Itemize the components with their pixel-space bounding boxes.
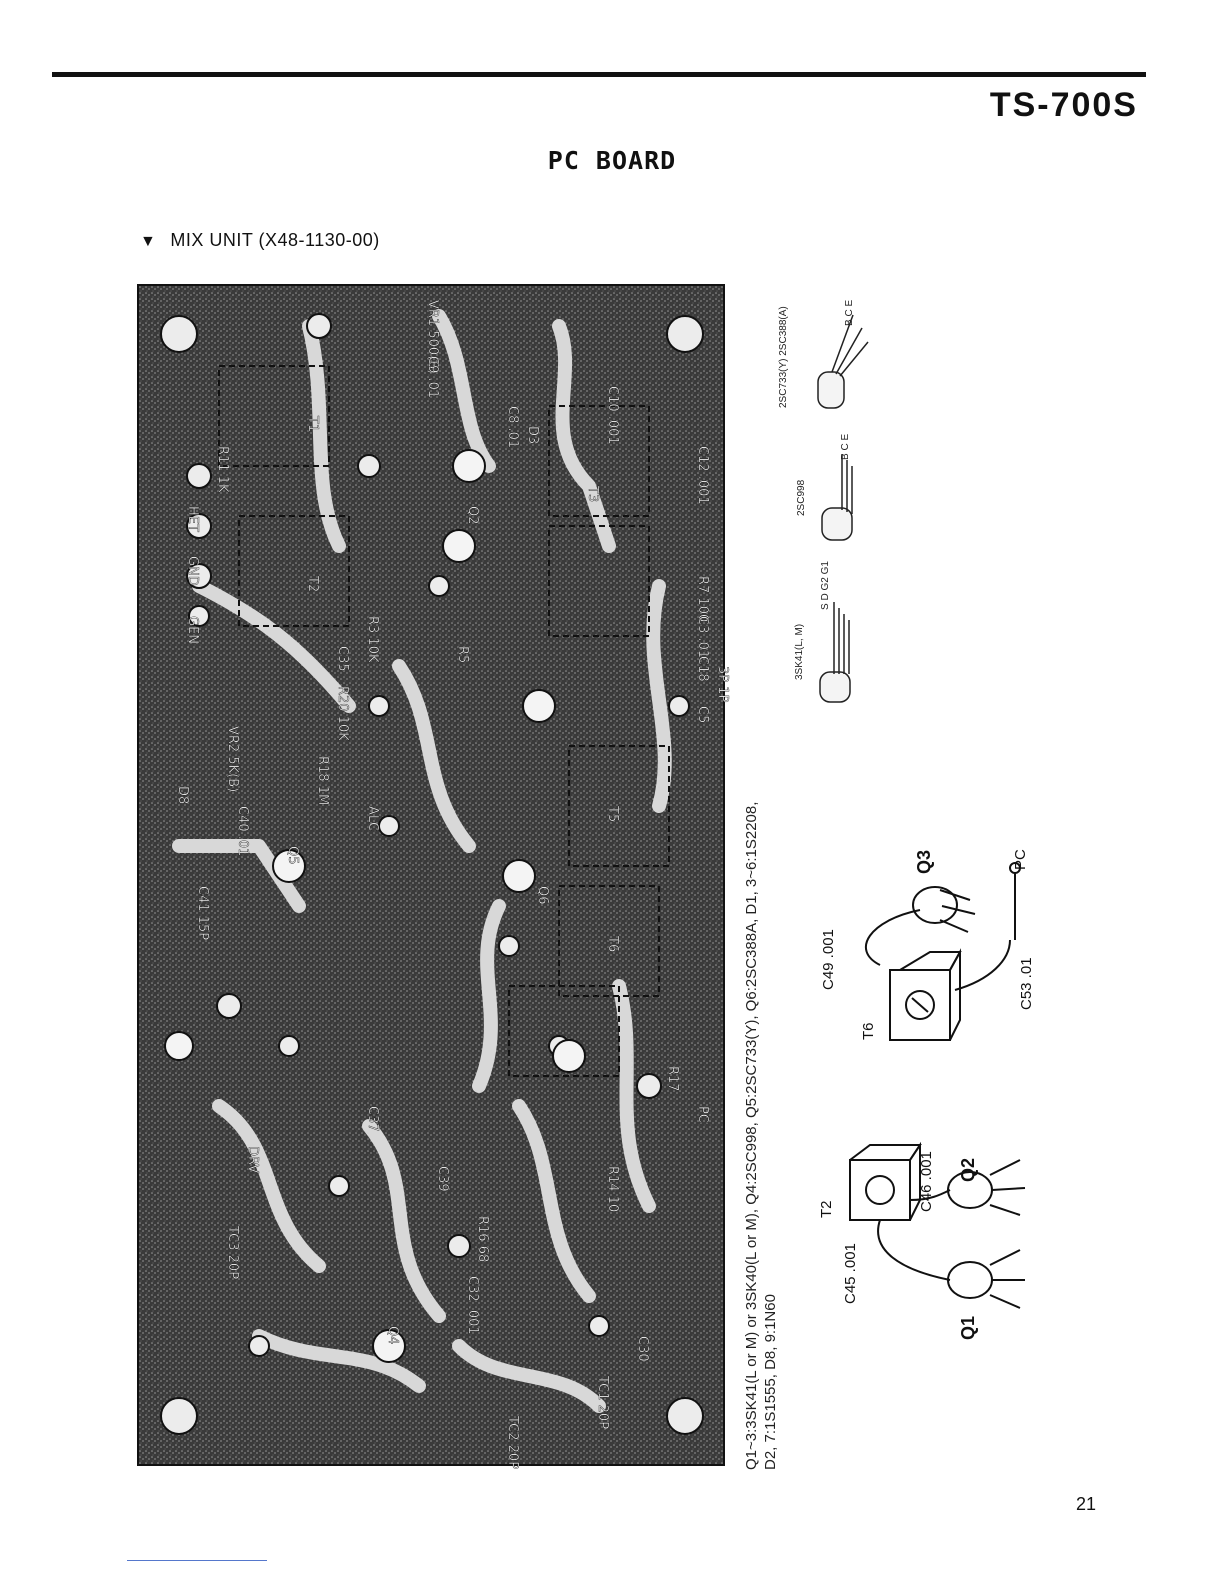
board-label-r7: R7 100 xyxy=(695,576,710,622)
section-title-text: MIX UNIT (X48-1130-00) xyxy=(170,230,380,250)
board-label-t1: T1 xyxy=(305,415,320,432)
footer-rule xyxy=(127,1560,267,1561)
board-label-t6: T6 xyxy=(605,935,620,952)
board-label-r3: R3 10K xyxy=(365,616,380,663)
t6-wiring-diagram xyxy=(865,862,1021,1041)
board-label-q6: Q6 xyxy=(535,886,550,905)
board-label-gen: GEN xyxy=(185,616,200,644)
q1-label: Q1 xyxy=(958,1315,978,1340)
board-label-q5: Q5 xyxy=(285,846,300,865)
c49-label: C49 .001 xyxy=(820,929,837,990)
transistor-type1-label: 2SC733(Y) 2SC388(A) xyxy=(778,306,789,408)
board-label-tc2: TC2 20P xyxy=(505,1415,520,1469)
board-label-c18: C18 xyxy=(695,656,710,682)
board-label-r14: R14 10 xyxy=(605,1166,620,1212)
board-label-r17: R17 xyxy=(665,1066,680,1092)
transistor-type3-pins: S D G2 G1 xyxy=(820,561,831,610)
board-label-gnd: GND xyxy=(185,556,200,586)
board-label-c12: C12 .001 xyxy=(695,446,710,505)
board-label-r20: R20 10K xyxy=(335,686,350,741)
header-rule xyxy=(52,72,1146,77)
board-label-vr2: VR2 5K(B) xyxy=(225,726,240,792)
model-number: TS-700S xyxy=(989,86,1138,124)
section-title: ▼ MIX UNIT (X48-1130-00) xyxy=(140,230,380,251)
board-label-pc: PC xyxy=(695,1106,710,1123)
board-label-c40: C40 .01 xyxy=(235,806,250,856)
board-label-t5: T5 xyxy=(605,805,620,822)
notes-line-2: D2, 7:1S1555, D8, 9:1N60 xyxy=(762,1294,779,1470)
c53-label: C53 .01 xyxy=(1018,957,1035,1010)
pc-terminal-label: PC xyxy=(1012,849,1029,870)
board-label-drv: DRV xyxy=(245,1146,260,1173)
t2-label: T2 xyxy=(818,1200,835,1218)
transistor-type2-icon xyxy=(821,454,853,541)
board-label-t2: T2 xyxy=(305,575,320,592)
board-label-q4: Q4 xyxy=(385,1326,400,1345)
transistor-type2-label: 2SC998 xyxy=(796,479,807,516)
board-label-tc1: TC1 20P xyxy=(595,1375,610,1429)
transistor-type2-pins: B C E xyxy=(840,433,851,460)
board-label-pins: 3P 1P xyxy=(715,666,730,703)
board-label-r5: R5 xyxy=(455,646,470,663)
board-label-r16: R16 68 xyxy=(475,1216,490,1262)
board-label-c39: C39 xyxy=(435,1166,450,1192)
board-label-d8: D8 xyxy=(175,786,190,804)
board-label-c9: C9 .01 xyxy=(425,356,440,398)
board-label-r18: R18 1M xyxy=(315,756,330,805)
t6-label: T6 xyxy=(860,1022,877,1040)
board-label-c3: C3 .01 xyxy=(695,616,710,658)
triangle-marker-icon: ▼ xyxy=(140,233,157,250)
board-label-q2: Q2 xyxy=(465,506,480,525)
board-label-c8: C8 .01 xyxy=(505,406,520,448)
board-label-het: HET xyxy=(185,506,200,532)
board-label-c41: C41 15P xyxy=(195,886,210,940)
board-label-vr1: VR1 500(B) xyxy=(425,300,440,374)
board-label-t3: T3 xyxy=(585,485,600,502)
transistor-type1-icon xyxy=(817,314,869,409)
transistor-type3-icon xyxy=(819,602,851,703)
q2-label: Q2 xyxy=(958,1157,978,1182)
board-label-alc: ALC xyxy=(365,806,380,831)
c46-label: C46 .001 xyxy=(918,1151,935,1212)
page-title: PC BOARD xyxy=(547,146,677,175)
notes-line-1: Q1~3:3SK41(L or M) or 3SK40(L or M), Q4:… xyxy=(743,801,760,1470)
component-notes: Q1~3:3SK41(L or M) or 3SK40(L or M), Q4:… xyxy=(742,802,780,1470)
board-label-c30: C30 xyxy=(635,1336,650,1362)
board-label-c5: C5 xyxy=(695,706,710,723)
board-label-d3: D3 xyxy=(525,426,540,444)
page-number: 21 xyxy=(1076,1494,1097,1514)
transistor-type3-label: 3SK41(L, M) xyxy=(794,623,805,680)
c45-label: C45 .001 xyxy=(842,1243,859,1304)
board-label-r11: R11 1K xyxy=(215,446,230,493)
board-label-c35: C35 xyxy=(335,646,350,672)
transistor-type1-pins: B C E xyxy=(844,299,855,326)
board-label-c37: C37 xyxy=(365,1106,380,1132)
board-label-tc3: TC3 20P xyxy=(225,1225,240,1279)
q3-label: Q3 xyxy=(914,849,934,874)
board-label-c10: C10 .001 xyxy=(605,386,620,445)
board-label-c32: C32 .001 xyxy=(465,1276,480,1335)
t2-wiring-diagram xyxy=(849,1141,1026,1309)
